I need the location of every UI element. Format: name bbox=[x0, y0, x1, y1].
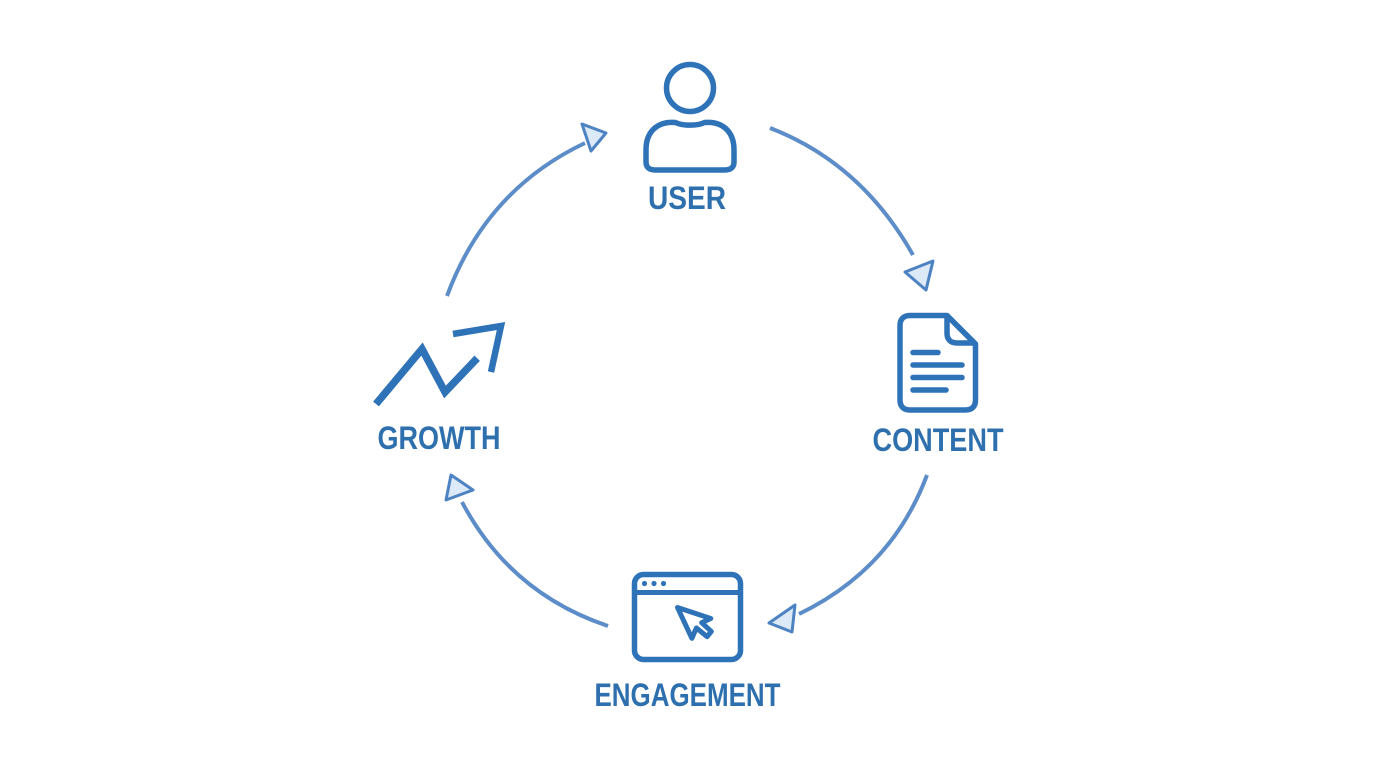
arrowhead-to-growth-icon bbox=[444, 473, 475, 502]
node-growth: GROWTH bbox=[373, 322, 506, 456]
node-user: USER bbox=[643, 61, 737, 216]
document-text-lines bbox=[910, 349, 965, 393]
document-fold bbox=[944, 316, 975, 346]
document-outline bbox=[897, 312, 979, 413]
edge-growth-to-user bbox=[445, 141, 586, 297]
user-head bbox=[663, 61, 717, 115]
node-label-user: USER bbox=[648, 180, 726, 216]
node-label-growth: GROWTH bbox=[378, 420, 501, 456]
trending-up-icon bbox=[373, 322, 506, 407]
node-label-content: CONTENT bbox=[873, 422, 1004, 458]
user-shoulders bbox=[643, 119, 737, 173]
browser-titlebar-dots bbox=[641, 580, 667, 587]
arrowhead-to-user-icon bbox=[580, 122, 608, 153]
arrowhead-to-engagement-icon bbox=[767, 603, 797, 634]
browser-window bbox=[631, 571, 744, 663]
edge-arcs bbox=[445, 126, 929, 628]
browser-cursor-icon bbox=[631, 571, 744, 663]
edge-arrowheads bbox=[444, 122, 935, 634]
edge-engagement-to-growth bbox=[460, 501, 609, 628]
document-icon bbox=[897, 312, 979, 413]
edge-arrowheads-fill bbox=[444, 122, 935, 634]
edge-content-to-engagement bbox=[798, 474, 929, 616]
user-icon bbox=[643, 61, 737, 173]
node-engagement: ENGAGEMENT bbox=[595, 571, 781, 713]
node-label-engagement: ENGAGEMENT bbox=[595, 677, 781, 713]
edge-user-to-content bbox=[769, 126, 915, 256]
node-content: CONTENT bbox=[873, 312, 1004, 458]
arrowhead-to-content-icon bbox=[903, 259, 935, 292]
trend-arrowhead bbox=[452, 322, 506, 373]
cursor-pointer-icon bbox=[675, 605, 714, 641]
trend-zigzag bbox=[373, 342, 489, 407]
